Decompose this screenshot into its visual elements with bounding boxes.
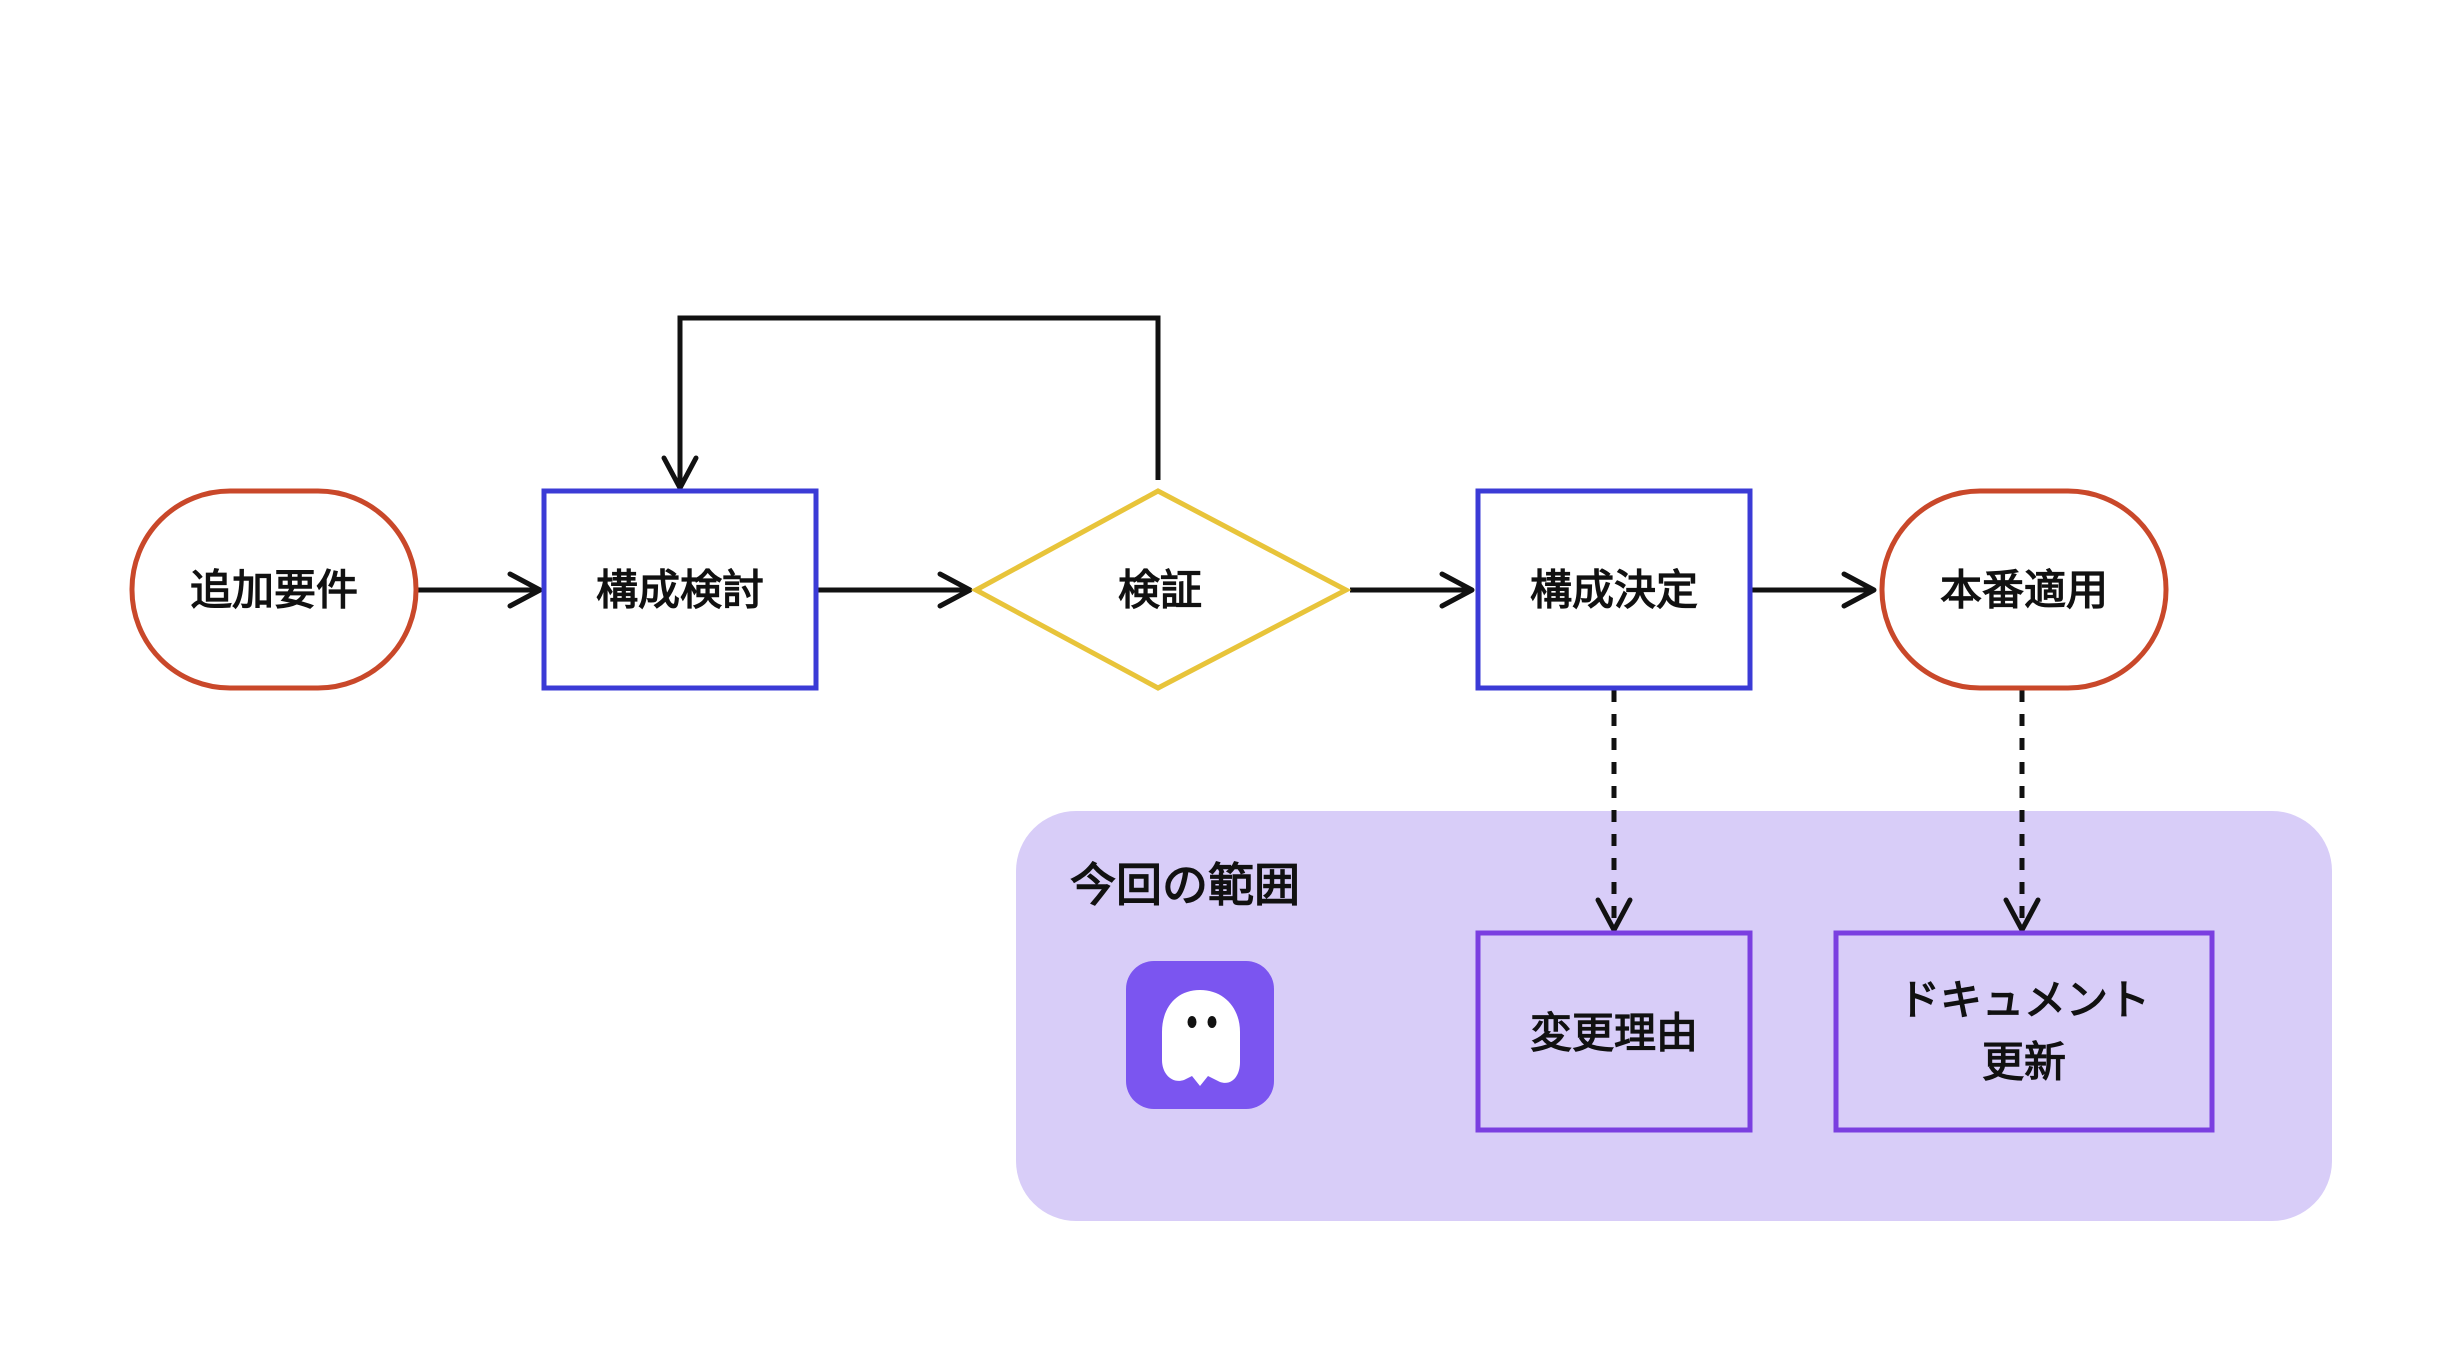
node-deploy: 本番適用 [1879, 488, 2169, 691]
terminal-shape [1879, 488, 2169, 691]
process-shape [541, 488, 819, 691]
ghost-icon [1162, 990, 1240, 1086]
node-decide-label: 構成決定 [1530, 566, 1698, 615]
scope-box-shape [1475, 930, 1753, 1133]
node-doc-line2: 更新 [1982, 1038, 2066, 1087]
ghost-eye-right [1207, 1016, 1217, 1028]
node-decide: 構成決定 [1475, 488, 1753, 691]
terminal-shape [129, 488, 419, 691]
node-verify: 検証 [970, 488, 1352, 691]
decision-shape [970, 488, 1352, 691]
ghost-eye-left [1187, 1016, 1197, 1028]
scope-box-shape [1833, 930, 2215, 1133]
process-shape [1475, 488, 1753, 691]
arrow-verify-to-design [661, 315, 1161, 491]
node-start-label: 追加要件 [190, 566, 358, 615]
node-verify-label: 検証 [1118, 566, 1202, 615]
node-reason: 変更理由 [1475, 930, 1753, 1133]
node-doc-update: ドキュメント 更新 [1833, 930, 2215, 1133]
app-icon [1126, 961, 1274, 1109]
node-doc-line1: ドキュメント [1898, 976, 2150, 1025]
node-start: 追加要件 [129, 488, 419, 691]
node-design: 構成検討 [541, 488, 819, 691]
node-design-label: 構成検討 [596, 566, 764, 615]
node-reason-label: 変更理由 [1530, 1009, 1698, 1058]
node-deploy-label: 本番適用 [1940, 566, 2108, 615]
scope-title: 今回の範囲 [1070, 858, 1300, 912]
